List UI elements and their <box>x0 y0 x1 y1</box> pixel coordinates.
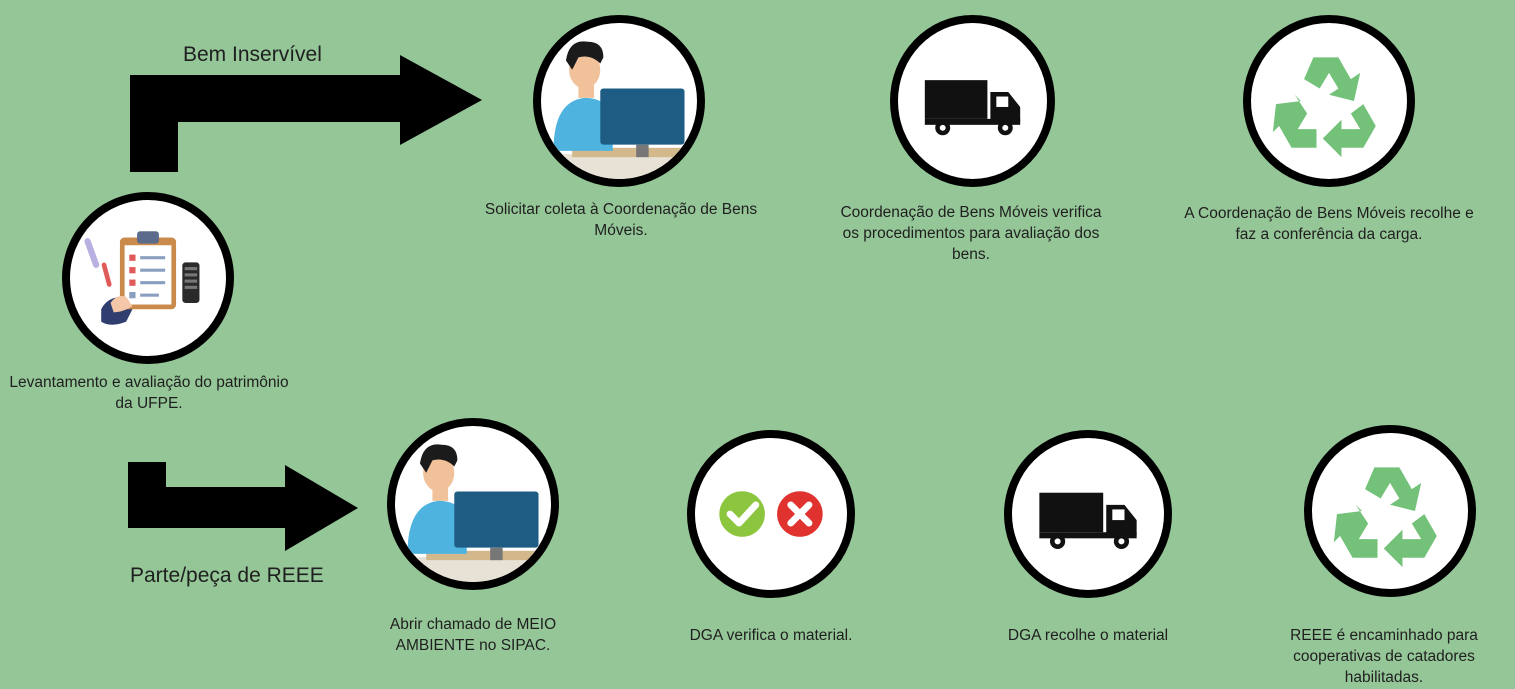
truck-icon <box>1039 492 1137 549</box>
recycle-icon <box>1333 467 1437 568</box>
route-label-parte-peca-reee: Parte/peça de REEE <box>130 564 324 587</box>
person-at-computer-icon <box>395 444 551 582</box>
bottom-step-3-circle <box>1004 430 1172 598</box>
top-step-1-circle <box>533 15 705 187</box>
person-at-computer-icon <box>541 41 697 179</box>
truck-icon <box>924 80 1021 136</box>
route-label-bem-inservivel: Bem Inservível <box>183 43 322 66</box>
bottom-step-4-label: REEE é encaminhado para cooperativas de … <box>1290 627 1478 686</box>
check-and-cross-icon <box>719 491 823 537</box>
top-step-3-circle <box>1243 15 1415 187</box>
start-circle <box>62 192 234 364</box>
start-label: Levantamento e avaliação do patrimônio d… <box>9 374 289 412</box>
recycle-icon <box>1272 57 1376 158</box>
top-step-1-label: Solicitar coleta à Coordenação de Bens M… <box>484 201 758 239</box>
bottom-step-4-circle <box>1304 425 1476 597</box>
bottom-step-2-circle <box>687 430 855 598</box>
arrow-parte-peca-reee <box>128 462 358 551</box>
arrow-bem-inservivel <box>130 55 482 172</box>
top-step-2-circle <box>890 15 1055 187</box>
bottom-step-1-circle <box>387 418 559 590</box>
bottom-step-3-label: DGA recolhe o material <box>1007 627 1169 644</box>
bottom-step-1-label: Abrir chamado de MEIO AMBIENTE no SIPAC. <box>389 616 557 654</box>
top-step-3-label: A Coordenação de Bens Móveis recolhe e f… <box>1184 205 1474 243</box>
clipboard-checklist-icon <box>84 231 200 325</box>
top-step-2-label: Coordenação de Bens Móveis verifica os p… <box>840 204 1102 263</box>
bottom-step-2-label: DGA verifica o material. <box>689 627 853 644</box>
